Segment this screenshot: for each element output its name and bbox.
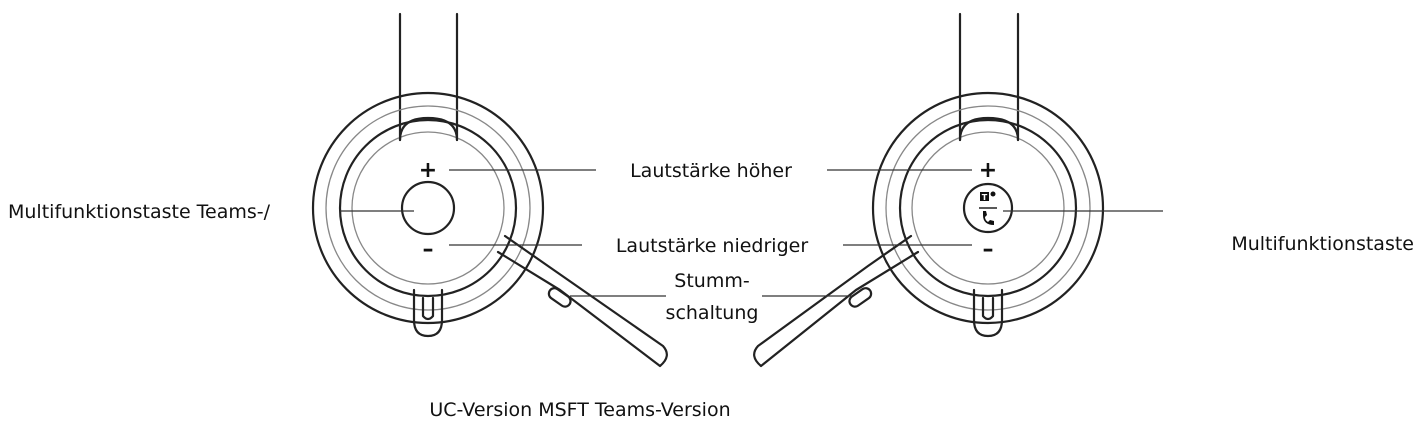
left-headband-join: [398, 116, 459, 142]
label-mute-line2: schaltung: [666, 302, 759, 324]
label-volume-up: Lautstärke höher: [630, 160, 792, 182]
label-multifunction-teams: Multifunktionstaste Teams-/: [8, 201, 271, 223]
right-headband-join: [958, 116, 1020, 142]
left-multifunction-button[interactable]: [400, 180, 456, 236]
right-hinge-slot: [981, 296, 995, 321]
left-hinge: [412, 288, 444, 338]
right-volume-down-glyph[interactable]: –: [983, 237, 994, 262]
left-cushion-ring: [325, 105, 531, 311]
right-cup-ring: [911, 131, 1065, 285]
left-ear-cushion: [311, 91, 545, 325]
diagram-caption: UC-Version MSFT Teams-Version: [429, 399, 730, 421]
left-cup-ring: [351, 131, 505, 285]
label-multifunction: Multifunktionstaste: [1231, 233, 1414, 255]
right-volume-up-glyph[interactable]: +: [979, 158, 997, 183]
teams-icon: T: [980, 191, 996, 202]
label-volume-down: Lautstärke niedriger: [616, 235, 808, 257]
right-multifunction-button[interactable]: [962, 182, 1014, 234]
label-mute-line1: Stumm-: [674, 270, 749, 292]
right-headset: T + –: [753, 12, 1105, 368]
left-volume-up-glyph[interactable]: +: [419, 158, 437, 183]
left-mute-button[interactable]: [547, 286, 573, 309]
left-headset: + –: [311, 12, 668, 368]
right-mic-boom: [753, 234, 920, 368]
phone-icon: [983, 211, 994, 225]
right-mute-button[interactable]: [847, 286, 873, 309]
left-mic-boom: [496, 234, 668, 368]
leader-lines: [340, 169, 1163, 297]
left-hinge-slot: [421, 296, 435, 321]
left-volume-down-glyph[interactable]: –: [423, 237, 434, 262]
svg-text:T: T: [982, 193, 988, 202]
right-ear-cup: [898, 118, 1078, 298]
right-hinge: [972, 288, 1004, 338]
left-ear-cup: [338, 118, 518, 298]
right-cushion-ring: [885, 105, 1091, 311]
right-ear-cushion: [871, 91, 1105, 325]
